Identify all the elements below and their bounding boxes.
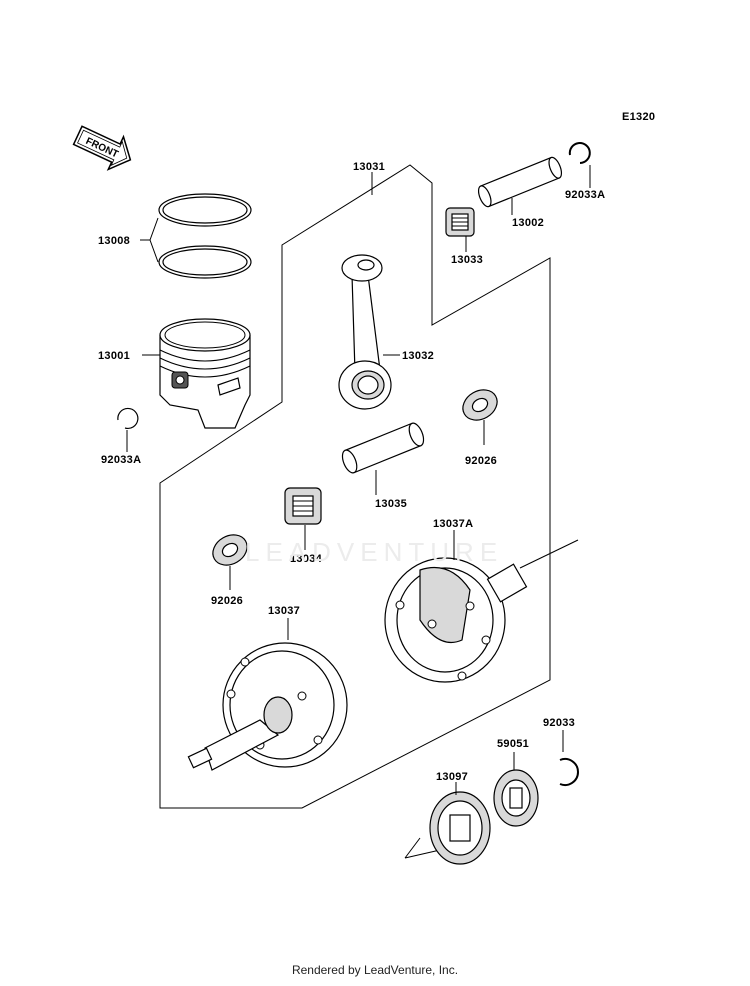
label-13031: 13031 [353, 161, 385, 173]
label-92026-right: 92026 [465, 455, 497, 467]
connecting-rod [338, 254, 392, 410]
front-arrow-icon: FRONT [72, 125, 132, 171]
thrust-washer-right [462, 389, 498, 421]
assembly-boundary [159, 164, 551, 809]
diagram-code: E1320 [622, 111, 655, 123]
piston-rings [158, 193, 252, 279]
label-13032: 13032 [402, 350, 434, 362]
circlip-top [568, 142, 591, 164]
leader-13008 [140, 217, 159, 263]
circlip-left [117, 407, 139, 430]
label-92033A-left: 92033A [101, 454, 141, 466]
label-13002: 13002 [512, 217, 544, 229]
label-92033A-top: 92033A [565, 189, 605, 201]
footer-credit: Rendered by LeadVenture, Inc. [291, 963, 459, 977]
label-13033: 13033 [451, 254, 483, 266]
circlip-gear [559, 758, 579, 786]
crankshaft-left-half [187, 642, 348, 771]
thrust-washer-left [212, 534, 248, 566]
label-13097: 13097 [436, 771, 468, 783]
crankshaft-right-half [384, 539, 579, 683]
label-13037: 13037 [268, 605, 300, 617]
needle-bearing-small-end [445, 207, 475, 237]
balancer-gear [493, 769, 539, 827]
label-13001: 13001 [98, 350, 130, 362]
crank-pin [341, 422, 425, 474]
label-13008: 13008 [98, 235, 130, 247]
label-92033: 92033 [543, 717, 575, 729]
label-13035: 13035 [375, 498, 407, 510]
label-59051: 59051 [497, 738, 529, 750]
needle-bearing-big-end [284, 487, 322, 525]
label-13037A: 13037A [433, 518, 473, 530]
label-92026-left: 92026 [211, 595, 243, 607]
primary-gear [404, 791, 491, 865]
piston-pin [477, 156, 563, 208]
watermark: LEADVENTURE [245, 537, 504, 567]
piston [159, 318, 251, 429]
label-13034: 13034 [290, 553, 323, 565]
